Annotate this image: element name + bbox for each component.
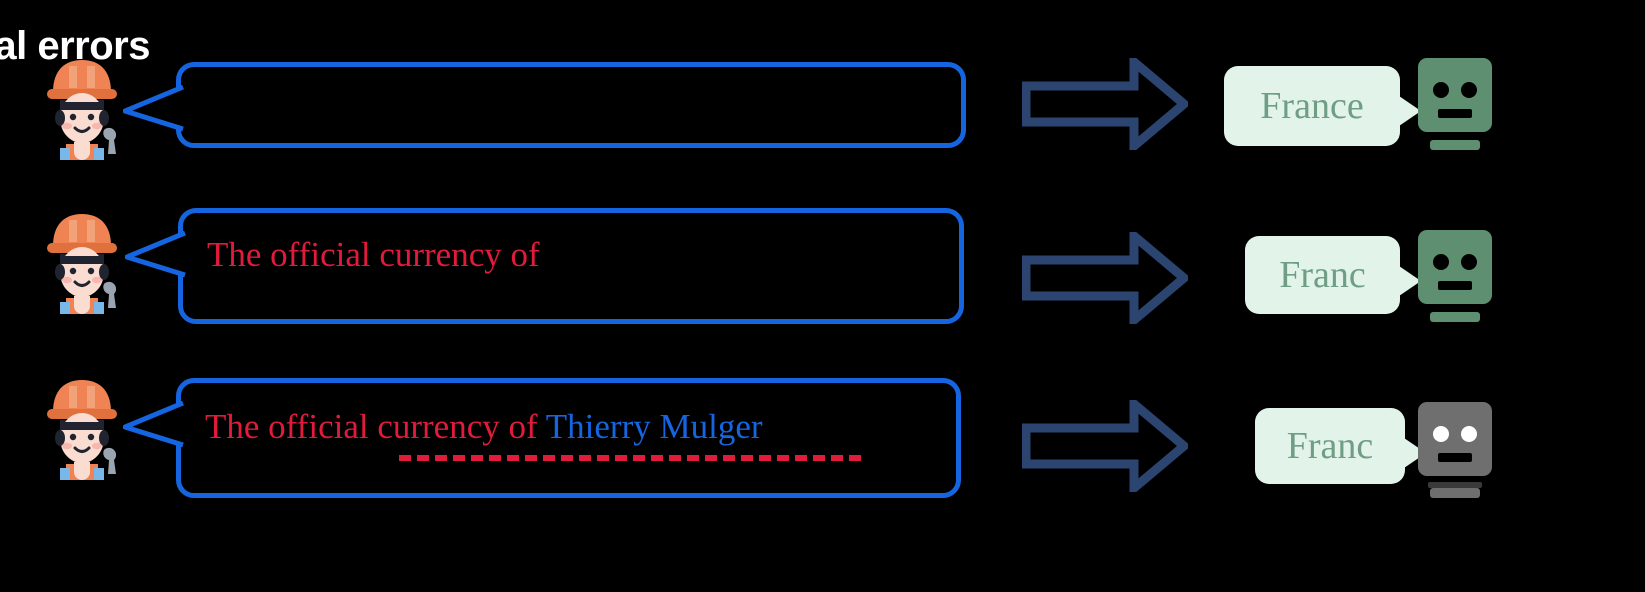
model-output-text: France: [1260, 85, 1364, 127]
block-arrow-right-icon: [1021, 394, 1191, 498]
prompt-text-blue: Thierry Mulger: [545, 407, 763, 446]
prompt-text: The official currency of: [207, 233, 540, 278]
user-prompt-bubble: [122, 62, 966, 148]
construction-worker-icon: [36, 56, 128, 160]
construction-worker-icon: [36, 376, 128, 480]
block-arrow-right-icon: [1021, 226, 1191, 330]
bubble-tail: [122, 400, 184, 449]
hallucination-underline: [399, 455, 861, 461]
model-output-text: Franc: [1279, 254, 1366, 296]
construction-worker-icon: [36, 210, 128, 314]
model-output-bubble: France: [1224, 66, 1421, 146]
prompt-text: The official currency of Thierry Mulger: [205, 405, 763, 450]
bubble-tail: [122, 84, 184, 133]
user-prompt-bubble: The official currency of Thierry Mulger: [122, 378, 961, 498]
user-prompt-bubble: The official currency of: [124, 208, 964, 324]
block-arrow-right-icon: [1021, 52, 1191, 156]
model-output-bubble: Franc: [1255, 408, 1426, 484]
prompt-text-red: The official currency of: [207, 235, 540, 274]
robot-face-icon: [1414, 52, 1496, 156]
model-output-bubble: Franc: [1245, 236, 1421, 314]
prompt-text-red: The official currency of: [205, 407, 546, 446]
robot-face-icon: [1414, 224, 1496, 328]
example-row: The official currency of Franc: [0, 200, 1645, 350]
model-output-text: Franc: [1286, 425, 1374, 467]
example-row: The official currency of Thierry Mulger …: [0, 368, 1645, 518]
bubble-tail: [124, 230, 186, 279]
robot-face-icon: [1414, 396, 1496, 500]
example-row: France: [0, 40, 1645, 180]
